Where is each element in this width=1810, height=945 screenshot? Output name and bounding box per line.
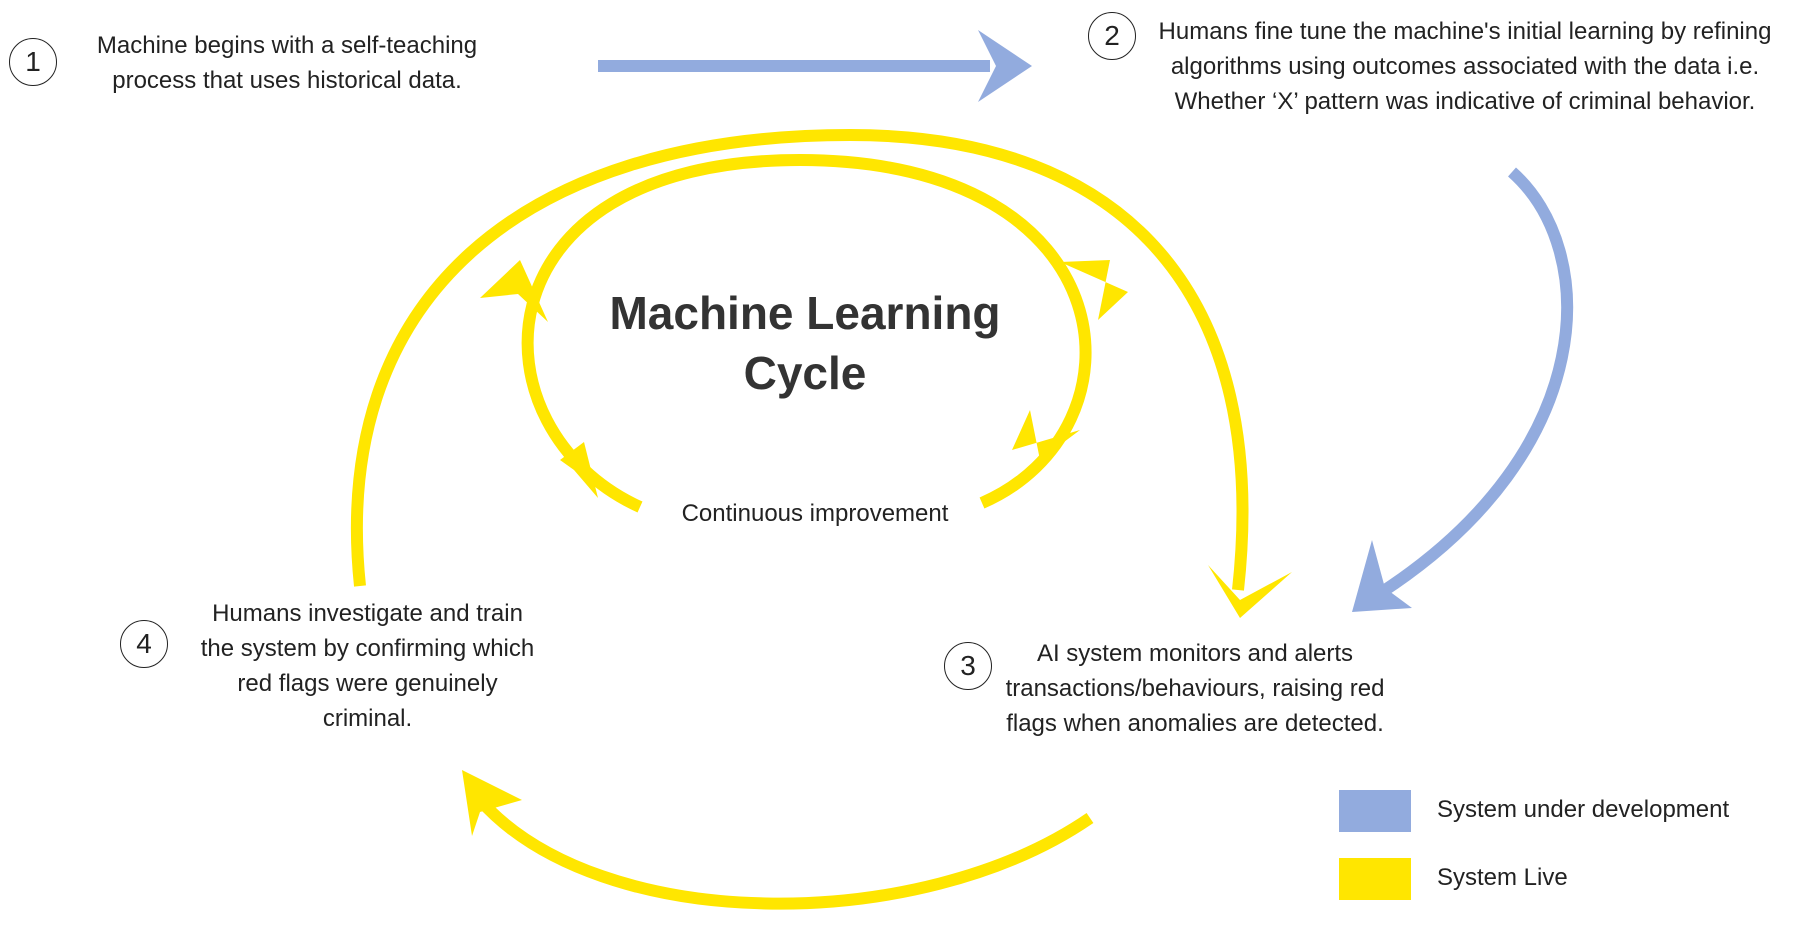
inner-loop-arrowhead-left-lower	[560, 442, 598, 498]
continuous-improvement-loop	[521, 153, 1092, 513]
arrow-step3-to-step4-head	[462, 770, 522, 836]
step-4-text: Humans investigate and train the system …	[200, 600, 535, 732]
legend-label-development: System under development	[1437, 796, 1730, 823]
step-1-text: Machine begins with a self-teaching proc…	[96, 32, 478, 94]
arrow-step4-to-step3-head	[1208, 565, 1292, 618]
inner-loop-arrowhead-right-upper	[1060, 260, 1128, 320]
step-3-text: AI system monitors and alerts transactio…	[1005, 640, 1385, 737]
legend-label-live: System Live	[1437, 864, 1568, 891]
diagram-title: Machine Learning Cycle	[560, 283, 1050, 403]
diagram-title-line2: Cycle	[743, 347, 867, 399]
step-2-text: Humans fine tune the machine's initial l…	[1158, 18, 1772, 115]
arrow-step3-to-step4	[475, 796, 1094, 910]
live-arrows	[350, 128, 1292, 910]
legend-swatch-development	[1339, 790, 1411, 832]
arrow-step1-to-step2-head	[978, 30, 1032, 102]
arrow-step2-to-step3-head	[1352, 540, 1412, 612]
step-1-number: 1	[9, 38, 57, 86]
continuous-improvement-label: Continuous improvement	[681, 500, 949, 527]
arrow-step2-to-step3	[1378, 167, 1574, 598]
inner-loop-arrowhead-right-lower	[1012, 410, 1080, 460]
arrow-step4-to-step3	[350, 128, 1249, 591]
development-arrows	[598, 30, 1574, 612]
diagram-title-line1: Machine Learning	[609, 287, 1001, 339]
step-3-number: 3	[944, 642, 992, 690]
step-2-number: 2	[1088, 12, 1136, 60]
inner-loop-arrowhead-left-upper	[480, 260, 548, 322]
step-4-number: 4	[120, 620, 168, 668]
legend-swatch-live	[1339, 858, 1411, 900]
